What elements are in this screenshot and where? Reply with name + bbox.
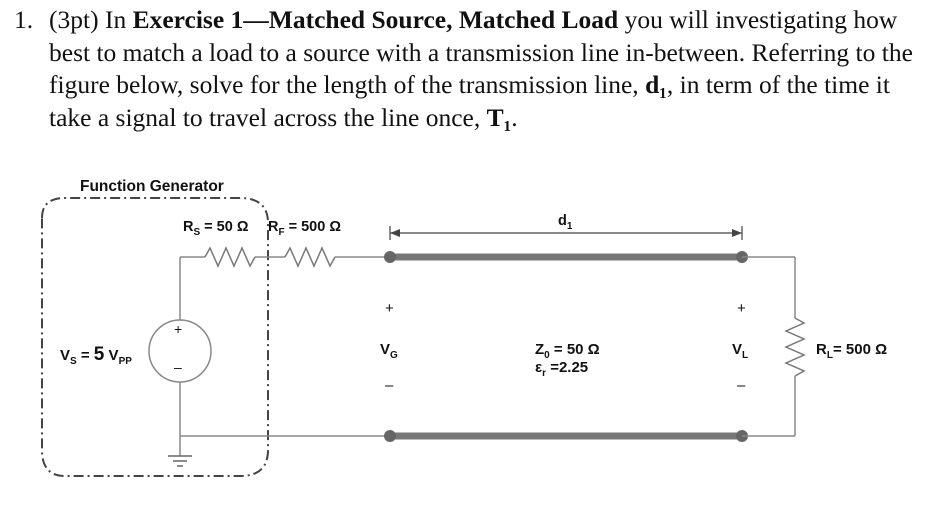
rl-resistor-icon (784, 317, 806, 377)
source-minus: – (174, 359, 182, 375)
question-text-part: In (98, 5, 133, 34)
exercise-title: Exercise 1—Matched Source, Matched Load (132, 5, 619, 34)
d1-label: d1 (558, 213, 573, 232)
t1-symbol: T₁ (486, 102, 512, 132)
vs-label: VS = 5 VPP (60, 344, 132, 367)
rs-resistor-icon (204, 246, 256, 268)
question-text-part: , in term of the time it take a signal t… (49, 70, 890, 132)
rs-label: RS = 50 Ω (183, 219, 249, 238)
node-dot (384, 430, 396, 442)
function-generator-box (41, 197, 269, 477)
arrow-right-icon (732, 229, 742, 237)
vg-plus: + (385, 300, 394, 317)
arrow-left-icon (390, 229, 400, 237)
question-text-part: you will investigating how best to match… (49, 5, 913, 100)
vl-minus: – (737, 377, 746, 394)
circuit-diagram: Function Generator + – RS = 50 Ω RF = 50… (41, 178, 887, 477)
question-points: (3pt) (49, 5, 99, 34)
voltage-source-icon (148, 319, 212, 383)
rf-label: RF = 500 Ω (268, 219, 341, 238)
vl-plus: + (737, 300, 746, 317)
source-plus: + (174, 321, 182, 337)
node-dot (384, 251, 396, 263)
vg-label: VG (380, 341, 398, 361)
z0-label: Z0 = 50 Ω (535, 341, 600, 361)
er-label: εr =2.25 (535, 359, 588, 379)
rf-resistor-icon (284, 246, 336, 268)
question-text-part: . (511, 102, 518, 132)
question-text: 1. (3pt) In Exercise 1—Matched Source, M… (14, 4, 914, 134)
d1-symbol: d₁ (645, 70, 667, 100)
question-body: (3pt) In Exercise 1—Matched Source, Matc… (49, 4, 914, 134)
rl-label: RL= 500 Ω (816, 341, 887, 361)
question-number: 1. (14, 5, 34, 34)
vl-label: VL (732, 341, 748, 361)
vg-minus: – (385, 377, 394, 394)
function-generator-label: Function Generator (80, 178, 224, 195)
